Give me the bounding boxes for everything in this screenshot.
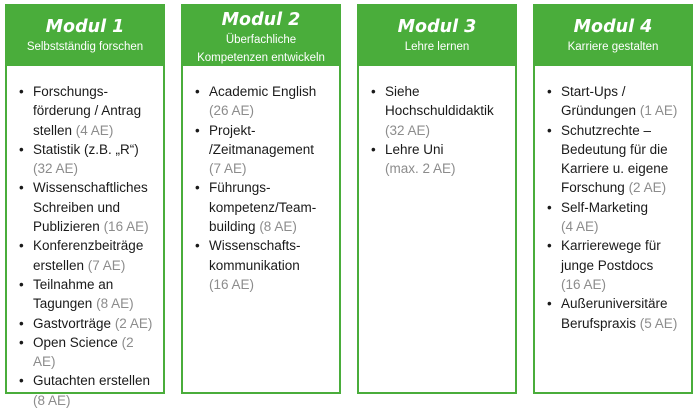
item-ae: (26 AE)	[209, 103, 255, 119]
item-ae: (32 AE)	[33, 161, 79, 177]
list-item: Führungs-kompetenz/Team-building (8 AE)	[194, 178, 333, 236]
list-item: Statistik (z.B. „R“) (32 AE)	[18, 140, 157, 179]
item-text: Außeruniversitäre Berufspraxis	[561, 296, 668, 331]
module-4-header: Modul 4 Karriere gestalten	[535, 6, 691, 66]
list-item: Self-Marketing (4 AE)	[546, 198, 685, 237]
item-ae: (max. 2 AE)	[385, 161, 456, 177]
list-item: Wissenschaftliches Schreiben und Publizi…	[18, 178, 157, 236]
list-item: Forschungs-förderung / Antrag stellen (4…	[18, 82, 157, 140]
list-item: Start-Ups /Gründungen (1 AE)	[546, 82, 685, 121]
item-text: Forschungs-förderung / Antrag stellen	[33, 84, 142, 138]
item-text: Statistik (z.B. „R“)	[33, 141, 139, 157]
item-text: Projekt-/Zeitmanagement	[209, 122, 315, 157]
module-subtitle: Selbstständig forschen	[26, 41, 144, 53]
item-text: Academic English	[209, 84, 317, 99]
module-subtitle: Karriere gestalten	[567, 41, 659, 53]
item-ae: (4 AE)	[75, 122, 114, 138]
item-ae: (2 AE)	[33, 334, 134, 370]
item-text: Start-Ups /Gründungen	[561, 84, 637, 119]
module-4-items: Start-Ups /Gründungen (1 AE) Schutzrecht…	[535, 66, 691, 333]
list-item: Wissenschafts-kommunikation (16 AE)	[194, 236, 333, 294]
module-title: Modul 4	[573, 17, 653, 37]
module-subtitle: Lehre lernen	[404, 41, 470, 53]
item-text: Gastvorträge	[33, 315, 112, 331]
module-subtitle: Überfachliche	[225, 34, 297, 46]
module-3-items: Siehe Hochschuldidaktik (32 AE) Lehre Un…	[359, 66, 515, 178]
module-1-column: Modul 1 Selbstständig forschen Forschung…	[5, 4, 165, 408]
item-ae: (8 AE)	[259, 219, 297, 235]
item-text: Lehre Uni	[385, 141, 444, 157]
list-item: Siehe Hochschuldidaktik (32 AE)	[370, 82, 509, 140]
item-text: Führungs-kompetenz/Team-building	[209, 180, 317, 235]
module-2-column: Modul 2 Überfachliche Kompetenzen entwic…	[181, 4, 341, 394]
list-item: Außeruniversitäre Berufspraxis (5 AE)	[546, 294, 685, 333]
item-text: Wissenschafts-kommunikation	[209, 238, 301, 273]
item-text: Gutachten erstellen	[33, 373, 151, 389]
item-ae: (16 AE)	[561, 276, 607, 292]
item-ae: (2 AE)	[114, 315, 153, 331]
list-item: Lehre Uni (max. 2 AE)	[370, 140, 509, 179]
list-item: Karrierewege für junge Postdocs (16 AE)	[546, 236, 685, 294]
module-3-header: Modul 3 Lehre lernen	[359, 6, 515, 66]
module-subtitle: Kompetenzen entwickeln	[197, 52, 325, 64]
list-item: Teilnahme an Tagungen (8 AE)	[18, 275, 157, 314]
module-title: Modul 1	[45, 17, 125, 37]
module-1-items: Forschungs-förderung / Antrag stellen (4…	[7, 66, 163, 410]
item-ae: (7 AE)	[87, 257, 126, 273]
item-text: Wissenschaftliches Schreiben und Publizi…	[33, 180, 148, 235]
item-ae: (1 AE)	[639, 103, 678, 119]
module-4-column: Modul 4 Karriere gestalten Start-Ups /Gr…	[533, 4, 693, 394]
list-item: Academic English (26 AE)	[194, 82, 333, 121]
item-ae: (16 AE)	[209, 276, 255, 292]
list-item: Schutzrechte – Bedeutung für die Karrier…	[546, 121, 685, 198]
list-item: Konferenzbeiträge erstellen (7 AE)	[18, 236, 157, 275]
item-ae: (8 AE)	[96, 296, 134, 312]
item-text: Siehe Hochschuldidaktik	[385, 84, 494, 119]
module-1-header: Modul 1 Selbstständig forschen	[7, 6, 163, 66]
list-item: Gastvorträge (2 AE)	[18, 314, 157, 334]
list-item: Gutachten erstellen (8 AE)	[18, 371, 157, 410]
item-text: Open Science	[33, 334, 118, 350]
module-3-column: Modul 3 Lehre lernen Siehe Hochschuldida…	[357, 4, 517, 394]
list-item: Projekt-/Zeitmanagement (7 AE)	[194, 121, 333, 179]
item-text: Konferenzbeiträge erstellen	[33, 238, 144, 273]
item-ae: (4 AE)	[561, 219, 599, 235]
item-ae: (32 AE)	[385, 122, 431, 138]
item-ae: (8 AE)	[33, 392, 71, 408]
list-item: Open Science (2 AE)	[18, 333, 157, 372]
item-ae: (2 AE)	[628, 180, 667, 196]
item-ae: (16 AE)	[103, 219, 149, 235]
module-title: Modul 2	[221, 10, 301, 30]
item-text: Karrierewege für junge Postdocs	[561, 238, 661, 273]
module-title: Modul 3	[397, 17, 477, 37]
item-text: Schutzrechte – Bedeutung für die Karrier…	[561, 122, 669, 196]
module-2-items: Academic English (26 AE) Projekt-/Zeitma…	[183, 66, 339, 294]
item-text: Teilnahme an Tagungen	[33, 276, 114, 312]
item-ae: (5 AE)	[639, 315, 678, 331]
item-text: Self-Marketing	[561, 199, 649, 215]
item-ae: (7 AE)	[209, 161, 247, 177]
module-2-header: Modul 2 Überfachliche Kompetenzen entwic…	[183, 6, 339, 66]
